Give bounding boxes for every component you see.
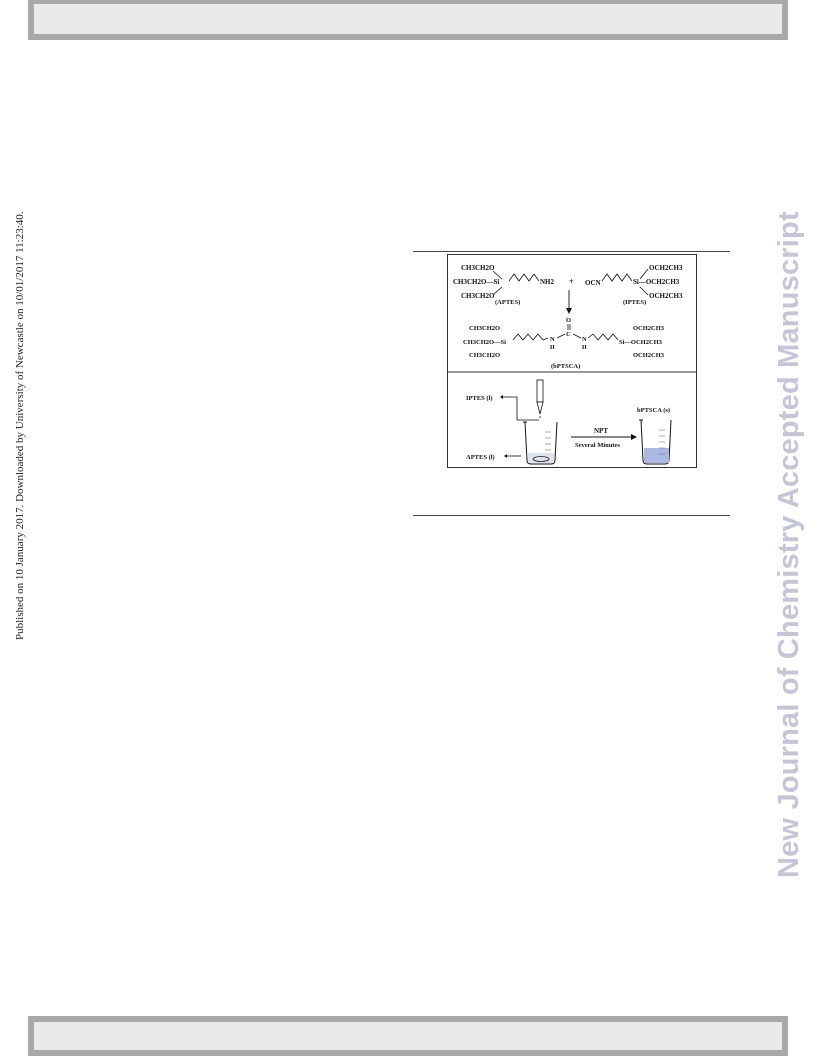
iptes-label: (IPTES) <box>623 299 646 306</box>
pipette-body <box>536 379 544 403</box>
product-h2: H <box>582 345 587 351</box>
iptes-propyl-chain <box>601 273 633 282</box>
aptes-liquid-label: APTES (l) <box>466 454 495 461</box>
iptes-ethoxy-si: Si—OCH2CH3 <box>633 278 680 286</box>
plus-sign: + <box>569 277 574 286</box>
product-carbonyl-o: O <box>566 317 571 324</box>
figure-bottom-rule <box>413 515 730 516</box>
scheme-frame <box>447 254 697 468</box>
product-right-chain <box>587 333 619 341</box>
product-carbon: C <box>566 331 571 338</box>
page-header-band <box>28 0 788 40</box>
product-left-ethoxy-si: CH3CH2O—Si <box>463 339 506 346</box>
condition-time: Several Minutes <box>575 442 620 449</box>
left-beaker-liquid <box>528 453 554 463</box>
aptes-ethoxy-1: CH3CH2O <box>461 264 495 272</box>
aptes-ethoxy-si: CH3CH2O—Si <box>453 278 499 286</box>
product-n2: N <box>582 336 587 343</box>
product-label: (bPTSCA) <box>551 363 580 370</box>
condition-npt: NPT <box>594 427 608 435</box>
aptes-amine: NH2 <box>540 278 555 286</box>
reaction-scheme-figure: CH3CH2O CH3CH2O—Si CH3CH2O NH2 (APTES) +… <box>447 254 697 468</box>
right-beaker-solid <box>644 448 669 463</box>
product-solid-label: bPTSCA (s) <box>637 407 670 414</box>
iptes-liquid-label: IPTES (l) <box>466 395 493 402</box>
product-right-ethoxy-3: OCH2CH3 <box>633 352 665 359</box>
product-left-ethoxy-3: CH3CH2O <box>469 352 500 359</box>
product-right-ethoxy-si: Si—OCH2CH3 <box>619 339 663 346</box>
aptes-propyl-chain <box>508 273 535 282</box>
product-n1: N <box>550 336 555 343</box>
iptes-ethoxy-3: OCH2CH3 <box>649 292 683 300</box>
publication-margin-note: Published on 10 January 2017. Downloaded… <box>14 211 26 640</box>
page-footer-band <box>28 1016 788 1056</box>
product-left-chain <box>512 333 549 341</box>
figure-top-rule <box>413 251 730 252</box>
aptes-ethoxy-3: CH3CH2O <box>461 292 495 300</box>
pipette-tip <box>536 401 544 415</box>
iptes-ethoxy-1: OCH2CH3 <box>649 264 683 272</box>
journal-watermark: New Journal of Chemistry Accepted Manusc… <box>773 211 805 878</box>
product-left-ethoxy-1: CH3CH2O <box>469 325 500 332</box>
iptes-isocyanate: OCN <box>585 279 601 287</box>
product-right-ethoxy-1: OCH2CH3 <box>633 325 665 332</box>
product-h1: H <box>550 345 555 351</box>
aptes-label: (APTES) <box>495 299 520 306</box>
